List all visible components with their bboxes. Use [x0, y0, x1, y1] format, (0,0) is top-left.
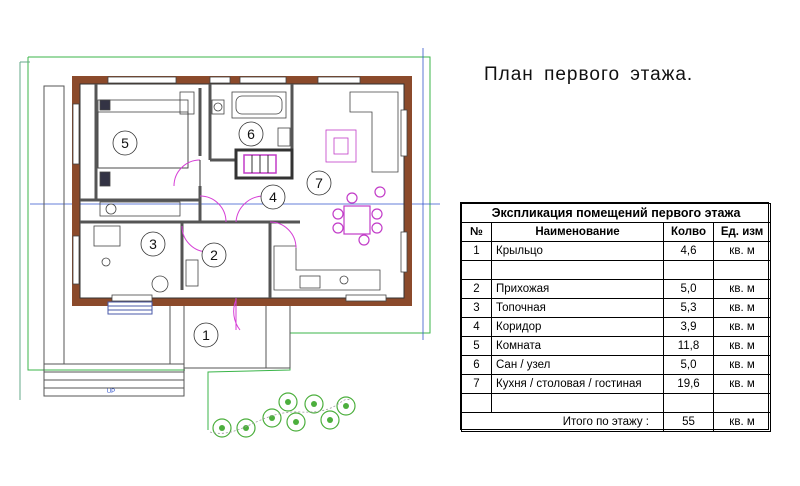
row-name: Коридор — [491, 317, 664, 337]
row-unit: кв. м — [712, 298, 772, 318]
axis-lines — [30, 48, 440, 340]
kitchen-living-furniture — [273, 91, 399, 291]
exterior-walls — [72, 76, 412, 306]
header-qty: Колво — [663, 222, 714, 242]
row-num — [461, 260, 492, 280]
table-row — [461, 260, 772, 280]
row-name: Крыльцо — [491, 241, 664, 261]
room-number-3: 3 — [149, 236, 157, 252]
room-number-4: 4 — [269, 189, 277, 205]
row-unit: кв. м — [712, 374, 772, 394]
row-name: Кухня / столовая / гостиная — [491, 374, 664, 394]
row-num — [461, 393, 492, 413]
row-num: 4 — [461, 317, 492, 337]
explication-table: Экспликация помещений первого этажа № На… — [460, 202, 772, 432]
row-unit: кв. м — [712, 241, 772, 261]
row-unit: кв. м — [712, 355, 772, 375]
table-row: 4 Коридор 3,9 кв. м — [461, 317, 772, 337]
row-qty: 5,0 — [663, 279, 714, 299]
room-number-5: 5 — [121, 135, 129, 151]
row-name — [491, 393, 664, 413]
floor-plan-drawing: UP — [19, 48, 440, 438]
row-num: 6 — [461, 355, 492, 375]
room-number-2: 2 — [210, 247, 218, 263]
room-number-1: 1 — [202, 327, 210, 343]
bedroom-furniture — [97, 91, 195, 217]
row-name: Прихожая — [491, 279, 664, 299]
row-unit — [712, 393, 772, 413]
row-name — [491, 260, 664, 280]
row-unit: кв. м — [712, 317, 772, 337]
row-qty — [663, 260, 714, 280]
stair-label: UP — [107, 389, 115, 395]
row-num: 7 — [461, 374, 492, 394]
row-qty: 11,8 — [663, 336, 714, 356]
shrubs — [212, 392, 356, 438]
table-row: 3 Топочная 5,3 кв. м — [461, 298, 772, 318]
header-unit: Ед. изм — [712, 222, 772, 242]
doors — [173, 159, 297, 331]
row-name: Комната — [491, 336, 664, 356]
plan-title: План первого этажа. — [484, 64, 694, 85]
row-qty: 5,3 — [663, 298, 714, 318]
table-row: 7 Кухня / столовая / гостиная 19,6 кв. м — [461, 374, 772, 394]
row-unit: кв. м — [712, 336, 772, 356]
table-total-row: Итого по этажу : 55 кв. м — [461, 412, 772, 432]
boiler-room-equipment — [93, 225, 199, 293]
furnace-block — [234, 148, 294, 180]
table-row: 1 Крыльцо 4,6 кв. м — [461, 241, 772, 261]
row-num: 5 — [461, 336, 492, 356]
total-unit: кв. м — [712, 412, 772, 432]
row-qty: 5,0 — [663, 355, 714, 375]
table-row — [461, 393, 772, 413]
row-num: 3 — [461, 298, 492, 318]
table-row: 5 Комната 11,8 кв. м — [461, 336, 772, 356]
table-row: 2 Прихожая 5,0 кв. м — [461, 279, 772, 299]
row-qty: 4,6 — [663, 241, 714, 261]
row-name: Топочная — [491, 298, 664, 318]
bathroom-furniture — [211, 91, 291, 147]
room-number-7: 7 — [315, 175, 323, 191]
row-num: 2 — [461, 279, 492, 299]
shrub-centers — [219, 399, 349, 431]
room-number-6: 6 — [247, 126, 255, 142]
row-unit: кв. м — [712, 279, 772, 299]
windows — [72, 76, 408, 302]
row-unit — [712, 260, 772, 280]
dining-table — [332, 186, 386, 246]
garden-path — [209, 399, 351, 434]
interior-walls — [80, 84, 300, 298]
row-num: 1 — [461, 241, 492, 261]
front-steps — [107, 301, 153, 315]
row-qty: 3,9 — [663, 317, 714, 337]
table-caption: Экспликация помещений первого этажа — [460, 203, 772, 223]
row-qty: 19,6 — [663, 374, 714, 394]
total-label: Итого по этажу : — [461, 412, 664, 432]
header-num: № — [461, 222, 492, 242]
row-qty — [663, 393, 714, 413]
header-name: Наименование — [491, 222, 664, 242]
row-name: Сан / узел — [491, 355, 664, 375]
total-qty: 55 — [663, 412, 714, 432]
table-row: 6 Сан / узел 5,0 кв. м — [461, 355, 772, 375]
room-markers — [112, 121, 332, 348]
site-outline — [19, 56, 431, 430]
